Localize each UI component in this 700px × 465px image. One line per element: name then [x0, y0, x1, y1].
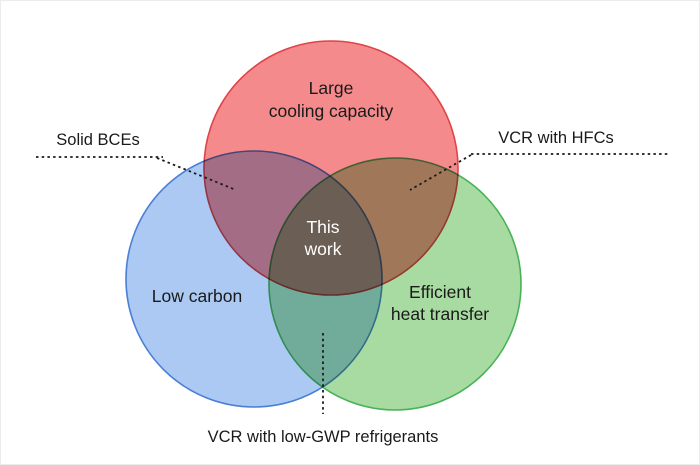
annotation-solid-bces: Solid BCEs [56, 131, 139, 149]
circle-labels: Large cooling capacity Low carbon Effici… [152, 78, 490, 324]
label-efficient-heat-transfer-line2: heat transfer [391, 304, 489, 324]
label-large-cooling-capacity-line1: Large [309, 78, 354, 98]
label-low-carbon: Low carbon [152, 286, 242, 306]
circle-efficient-heat-transfer [268, 157, 522, 411]
annotation-vcr-low-gwp: VCR with low-GWP refrigerants [208, 428, 439, 446]
venn-circles [125, 40, 522, 411]
center-label-line2: work [304, 239, 342, 259]
center-label-line1: This [306, 217, 339, 237]
annotation-vcr-with-hfcs: VCR with HFCs [498, 129, 614, 147]
label-efficient-heat-transfer-line1: Efficient [409, 282, 471, 302]
annotation-labels: Solid BCEs VCR with HFCs VCR with low-GW… [56, 129, 613, 446]
label-large-cooling-capacity-line2: cooling capacity [269, 101, 394, 121]
leader-lines [36, 153, 669, 414]
vcr-hfcs-pointer-line [409, 154, 472, 191]
